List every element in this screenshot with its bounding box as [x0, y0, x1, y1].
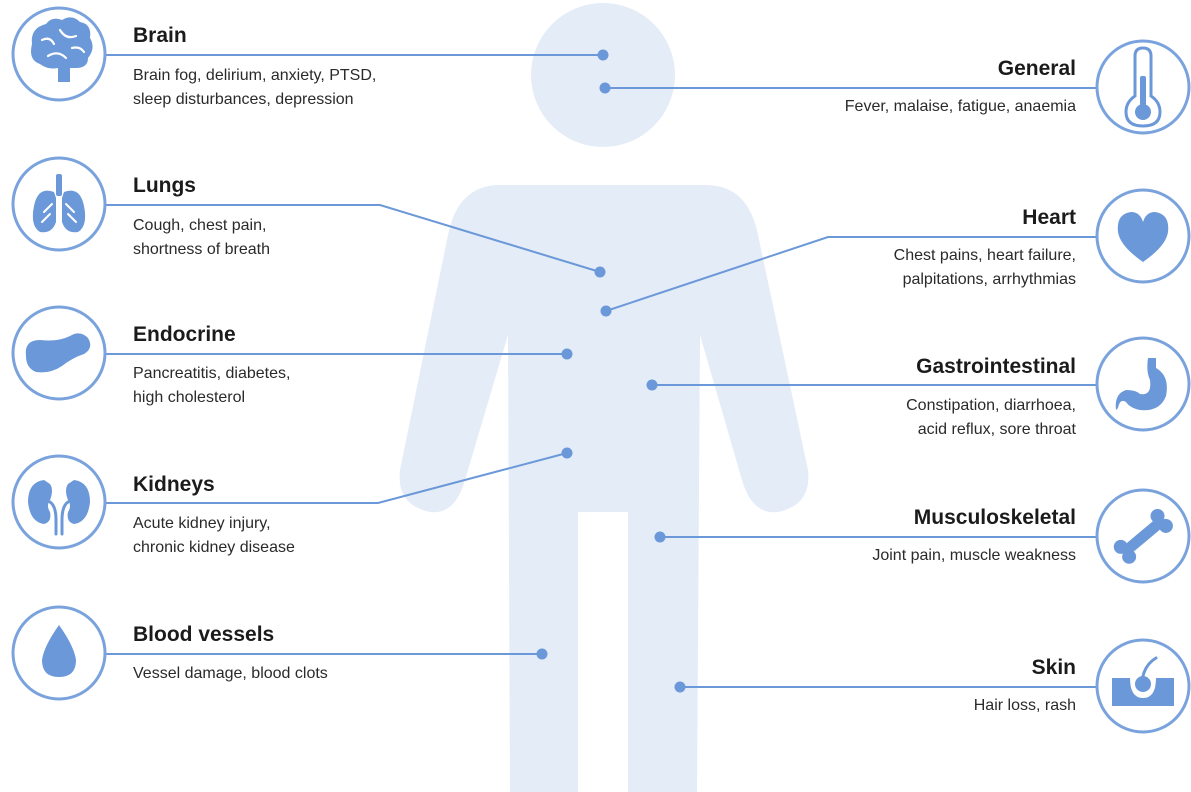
body-silhouette — [399, 3, 809, 792]
head — [531, 3, 675, 147]
heart-icon — [1117, 212, 1169, 262]
label-heart-line-1: Chest pains, heart failure, — [893, 247, 1076, 264]
label-kidneys-title: Kidneys — [133, 473, 215, 496]
label-kidneys-desc: Acute kidney injury, chronic kidney dise… — [133, 512, 295, 560]
bone-icon — [1113, 508, 1173, 564]
pancreas-icon — [25, 333, 91, 373]
torso-and-arms — [399, 185, 809, 792]
dot-lungs — [594, 266, 606, 278]
lungs-icon — [32, 174, 86, 233]
label-lungs-line-1: Cough, chest pain, — [133, 217, 267, 234]
label-blood-vessels-desc: Vessel damage, blood clots — [133, 662, 328, 686]
connector-lines — [105, 54, 1098, 688]
label-lungs-desc: Cough, chest pain, shortness of breath — [133, 214, 270, 262]
connector-heart — [605, 236, 1098, 312]
brain-icon — [31, 17, 93, 82]
dot-gastrointestinal — [646, 379, 658, 391]
skin-icon — [1112, 656, 1174, 706]
stomach-icon — [1115, 358, 1167, 411]
label-brain-desc: Brain fog, delirium, anxiety, PTSD, slee… — [133, 64, 376, 112]
label-heart-desc: Chest pains, heart failure, palpitations… — [894, 244, 1076, 292]
label-blood-vessels-title: Blood vessels — [133, 623, 275, 646]
label-musculoskeletal-line-1: Joint pain, muscle weakness — [872, 547, 1076, 564]
label-lungs-line-2: shortness of breath — [133, 241, 270, 258]
label-heart-line-2: palpitations, arrhythmias — [902, 271, 1076, 288]
label-endocrine-title: Endocrine — [133, 323, 236, 346]
dot-musculoskeletal — [654, 531, 666, 543]
dot-heart — [600, 305, 612, 317]
label-skin-title: Skin — [1031, 656, 1076, 679]
label-kidneys-line-1: Acute kidney injury, — [133, 515, 271, 532]
connector-lungs — [105, 204, 601, 273]
label-musculoskeletal-title: Musculoskeletal — [913, 506, 1076, 529]
label-gastrointestinal-line-1: Constipation, diarrhoea, — [906, 397, 1076, 414]
connector-kidneys — [105, 452, 568, 504]
label-kidneys-line-2: chronic kidney disease — [133, 539, 295, 556]
label-skin-line-1: Hair loss, rash — [973, 697, 1076, 714]
label-skin-desc: Hair loss, rash — [974, 694, 1076, 718]
thermometer-icon — [1124, 46, 1162, 128]
label-gastrointestinal-desc: Constipation, diarrhoea, acid reflux, so… — [906, 394, 1076, 442]
dot-brain — [597, 49, 609, 61]
label-general-desc: Fever, malaise, fatigue, anaemia — [845, 95, 1076, 119]
dot-kidneys — [561, 447, 573, 459]
dot-general — [599, 82, 611, 94]
label-blood-vessels-line-1: Vessel damage, blood clots — [133, 665, 328, 682]
label-musculoskeletal-desc: Joint pain, muscle weakness — [872, 544, 1076, 568]
label-lungs-title: Lungs — [133, 174, 196, 197]
label-endocrine-line-1: Pancreatitis, diabetes, — [133, 365, 291, 382]
ring-lungs — [11, 156, 107, 252]
label-brain-title: Brain — [133, 24, 187, 47]
kidneys-icon — [28, 480, 90, 536]
label-gastrointestinal-title: Gastrointestinal — [916, 355, 1076, 378]
dot-endocrine — [561, 348, 573, 360]
ring-gastrointestinal — [1095, 336, 1191, 432]
label-endocrine-desc: Pancreatitis, diabetes, high cholesterol — [133, 362, 290, 410]
label-general-title: General — [997, 57, 1076, 80]
dot-skin — [674, 681, 686, 693]
label-brain-line-2: sleep disturbances, depression — [133, 91, 354, 108]
label-gastrointestinal-line-2: acid reflux, sore throat — [917, 421, 1076, 438]
connector-dots — [536, 49, 686, 693]
label-general-line-1: Fever, malaise, fatigue, anaemia — [844, 98, 1076, 115]
label-endocrine-line-2: high cholesterol — [133, 389, 246, 406]
ring-kidneys — [11, 454, 107, 550]
blood-drop-icon — [42, 625, 76, 677]
label-brain-line-1: Brain fog, delirium, anxiety, PTSD, — [133, 67, 377, 84]
label-heart-title: Heart — [1022, 206, 1076, 229]
dot-blood-vessels — [536, 648, 548, 660]
